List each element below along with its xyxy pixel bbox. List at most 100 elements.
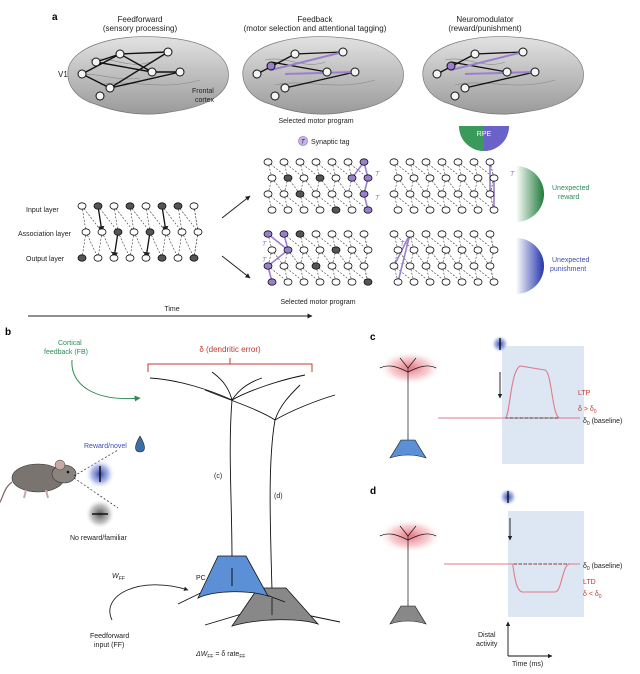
- network-node: [437, 262, 447, 270]
- network-connection: [441, 249, 447, 267]
- active-connection: [97, 205, 105, 233]
- network-top-middle: [263, 158, 373, 214]
- unexpected-punishment-1: Unexpected: [552, 257, 589, 264]
- network-connection: [299, 193, 305, 211]
- v1-label: V1: [58, 70, 68, 79]
- network-connection: [129, 205, 151, 233]
- active-connection: [143, 231, 151, 259]
- frontal-label-1: Frontal: [192, 88, 214, 95]
- tag-letter: T: [510, 171, 515, 178]
- panel-letter-a: a: [52, 12, 58, 23]
- network-connection: [441, 233, 447, 251]
- unexpected-reward-1: Unexpected: [552, 185, 589, 192]
- wff-label: WFF: [112, 573, 126, 582]
- network-connection: [81, 205, 103, 233]
- network-node: [315, 278, 325, 286]
- network-connection: [177, 205, 199, 233]
- network-node: [295, 158, 305, 166]
- c-dendrite-glow: [378, 351, 442, 385]
- network-node: [485, 158, 495, 166]
- no-reward-familiar-label: No reward/familiar: [70, 535, 127, 542]
- network-node: [421, 190, 431, 198]
- network-connection: [283, 193, 289, 211]
- network-node: [263, 230, 273, 238]
- network-node: [441, 278, 451, 286]
- network-node: [469, 158, 479, 166]
- network-connection: [299, 265, 305, 283]
- network-node: [343, 230, 353, 238]
- network-connection: [283, 177, 289, 195]
- brain-feedforward: [67, 36, 229, 115]
- network-node: [489, 206, 499, 214]
- network-connection: [363, 233, 369, 251]
- network-connection: [409, 265, 415, 283]
- network-node: [315, 174, 325, 182]
- network-node: [283, 174, 293, 182]
- network-connection: [315, 249, 321, 267]
- col2-subtitle: (motor selection and attentional tagging…: [244, 24, 387, 33]
- network-node: [311, 262, 321, 270]
- network-node: [311, 190, 321, 198]
- network-connection: [409, 177, 415, 195]
- network-connection: [165, 231, 179, 259]
- tag-letter: T: [262, 241, 267, 248]
- network-node: [405, 230, 415, 238]
- network-connection: [441, 265, 447, 283]
- network-node: [437, 190, 447, 198]
- network-node: [421, 262, 431, 270]
- network-connection: [347, 233, 353, 251]
- network-node: [457, 246, 467, 254]
- network-node: [141, 202, 151, 210]
- network-node: [393, 246, 403, 254]
- network-node: [93, 202, 103, 210]
- network-connection: [441, 161, 447, 179]
- network-node: [409, 278, 419, 286]
- network-node: [331, 206, 341, 214]
- network-node: [425, 278, 435, 286]
- network-node: [437, 158, 447, 166]
- network-connection: [409, 249, 415, 267]
- network-node: [157, 202, 167, 210]
- network-connection: [363, 249, 369, 267]
- network-connection: [457, 233, 463, 251]
- selected-program-bottom: Selected motor program: [280, 299, 355, 306]
- network-node: [189, 254, 199, 262]
- network-connection: [315, 233, 321, 251]
- network-node: [267, 246, 277, 254]
- selected-program-top: Selected motor program: [278, 118, 353, 125]
- network-connection: [299, 177, 305, 195]
- ff-input-2: input (FF): [94, 642, 124, 649]
- network-connection: [441, 193, 447, 211]
- network-node: [425, 206, 435, 214]
- d-baseline-label: δ0 (baseline): [583, 563, 622, 572]
- network-node: [359, 190, 369, 198]
- active-connection: [161, 205, 169, 233]
- rpe-indicator: [459, 126, 509, 151]
- weight-update-equation: ΔWFF = δ rateFF: [195, 651, 245, 660]
- network-node: [347, 246, 357, 254]
- network-connection: [489, 249, 495, 267]
- network-connection: [425, 177, 431, 195]
- network-connection: [425, 233, 431, 251]
- network-node: [263, 262, 273, 270]
- network-node: [295, 262, 305, 270]
- network-node: [161, 228, 171, 236]
- network-connection: [489, 193, 495, 211]
- network-connection: [473, 161, 479, 179]
- network-connection: [489, 177, 495, 195]
- network-node: [453, 230, 463, 238]
- output-layer-label: Output layer: [26, 256, 65, 263]
- network-connection: [393, 233, 399, 251]
- network-connection: [331, 161, 337, 179]
- network-node: [173, 202, 183, 210]
- network-node: [363, 246, 373, 254]
- network-node: [129, 228, 139, 236]
- tag-letter: T: [400, 241, 405, 248]
- punishment-semicircle: [516, 238, 544, 294]
- d-delta-lt: δ < δ0: [583, 591, 602, 600]
- cortical-fb-1: Cortical: [58, 340, 82, 347]
- network-node: [263, 190, 273, 198]
- network-node: [489, 174, 499, 182]
- input-layer-label: Input layer: [26, 207, 59, 214]
- network-connection: [393, 193, 399, 211]
